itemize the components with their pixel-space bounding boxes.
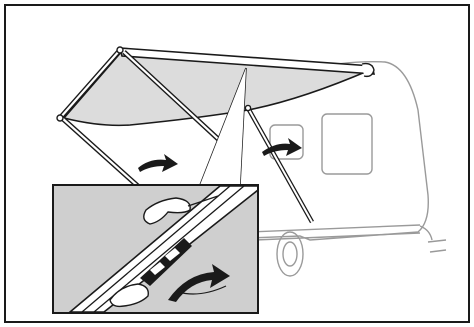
zoom-inset — [53, 185, 258, 313]
